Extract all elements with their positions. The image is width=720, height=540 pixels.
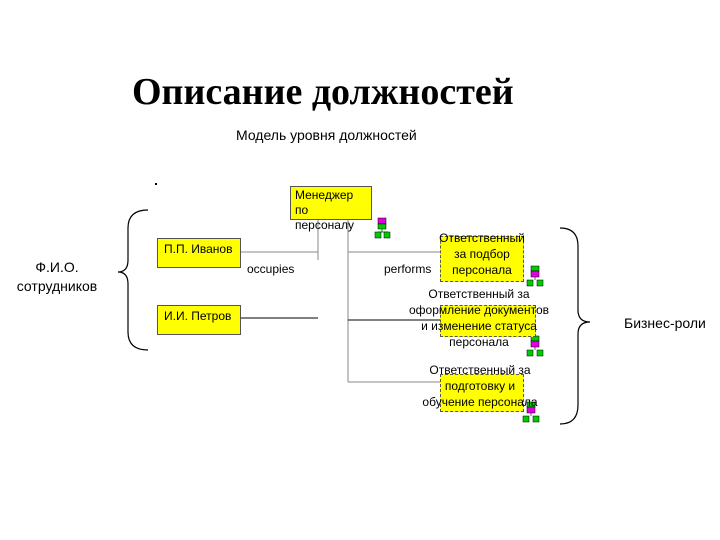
org-icon [374,217,391,239]
left-brace [117,209,149,351]
role-text-recruiting: Ответственный за подбор персонала [432,230,532,278]
role-text-documents: Ответственный за оформление документов и… [404,286,554,350]
role-line: персонала [452,263,512,277]
role-line: оформление документов [408,303,550,317]
role-line: Ответственный за [428,287,530,301]
role-line: обучение персонала [422,395,538,409]
role-text-training: Ответственный за подготовку и обучение п… [410,362,550,410]
left-label-line-1: Ф.И.О. [35,259,79,275]
manager-line-1: Менеджер по [295,188,354,217]
org-icon [526,265,544,287]
org-icon [526,335,544,357]
right-side-label: Бизнес-роли [624,315,706,331]
role-box-documents[interactable] [440,305,536,337]
position-box-ivanov[interactable]: П.П. Иванов [157,238,241,268]
performs-label: performs [384,262,432,276]
position-name: И.И. Петров [164,309,232,323]
position-name: П.П. Иванов [164,242,233,256]
left-side-label: Ф.И.О. сотрудников [12,258,102,296]
role-line: подготовку и [444,379,516,393]
role-line: Ответственный [439,231,525,245]
stray-dot [155,183,157,185]
position-box-petrov[interactable]: И.И. Петров [157,305,241,335]
right-brace [559,227,591,425]
page-title: Описание должностей [132,71,514,113]
role-box-recruiting[interactable] [440,236,524,282]
role-line: персонала [449,335,509,349]
occupies-label: occupies [247,262,295,276]
role-line: Ответственный за [429,363,531,377]
role-box-training[interactable] [440,374,524,412]
role-line: за подбор [454,247,510,261]
org-icon [522,401,540,423]
left-label-line-2: сотрудников [16,278,98,294]
role-line: и изменение статуса [421,319,537,333]
manager-line-2: персоналу [295,218,354,232]
diagram-subtitle: Модель уровня должностей [236,127,417,143]
manager-box[interactable]: Менеджер по персоналу [290,186,372,232]
